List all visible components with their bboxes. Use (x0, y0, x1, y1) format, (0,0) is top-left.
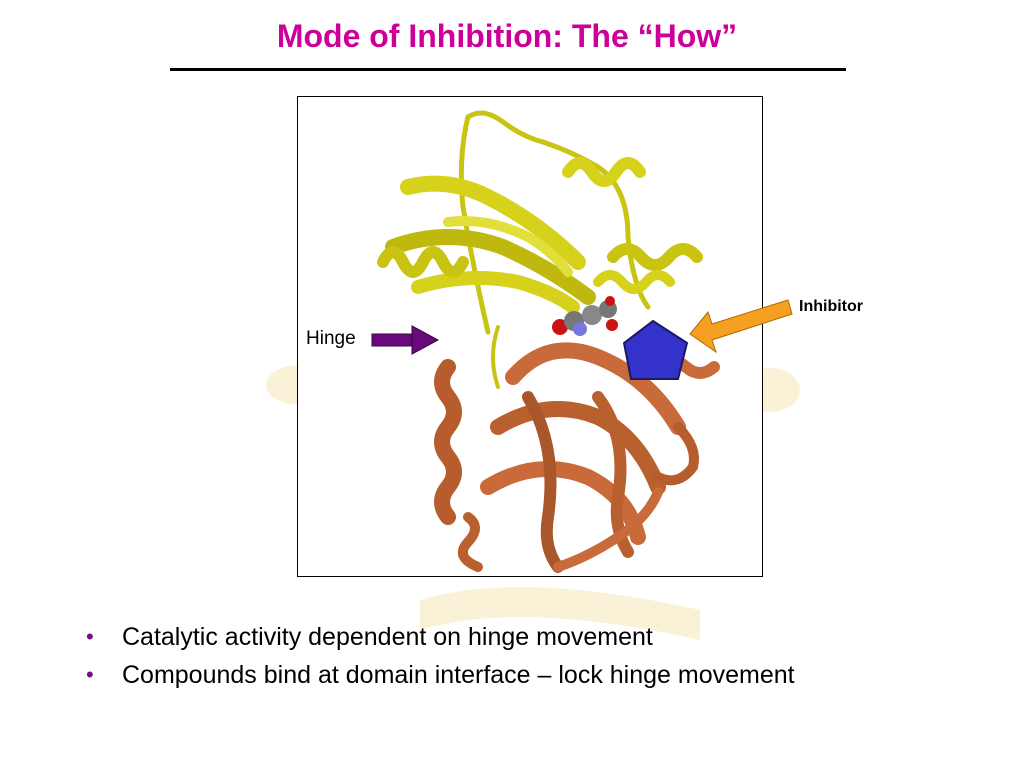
bullet-item: • Catalytic activity dependent on hinge … (84, 618, 984, 656)
bullet-item: • Compounds bind at domain interface – l… (84, 656, 984, 694)
inhibitor-label: Inhibitor (799, 298, 863, 315)
inhibitor-pentagon (622, 319, 689, 380)
hinge-label: Hinge (306, 328, 356, 349)
hinge-arrow (371, 325, 440, 355)
bullet-marker: • (86, 624, 94, 649)
protein-structure-image (377, 110, 720, 573)
title-underline (170, 68, 846, 71)
bullet-marker: • (86, 662, 94, 687)
bullet-text: Catalytic activity dependent on hinge mo… (122, 623, 653, 651)
inhibitor-arrow (689, 299, 793, 354)
slide-title: Mode of Inhibition: The “How” (276, 18, 738, 54)
bullet-list: • Catalytic activity dependent on hinge … (84, 618, 984, 694)
bullet-text: Compounds bind at domain interface – loc… (122, 661, 795, 689)
